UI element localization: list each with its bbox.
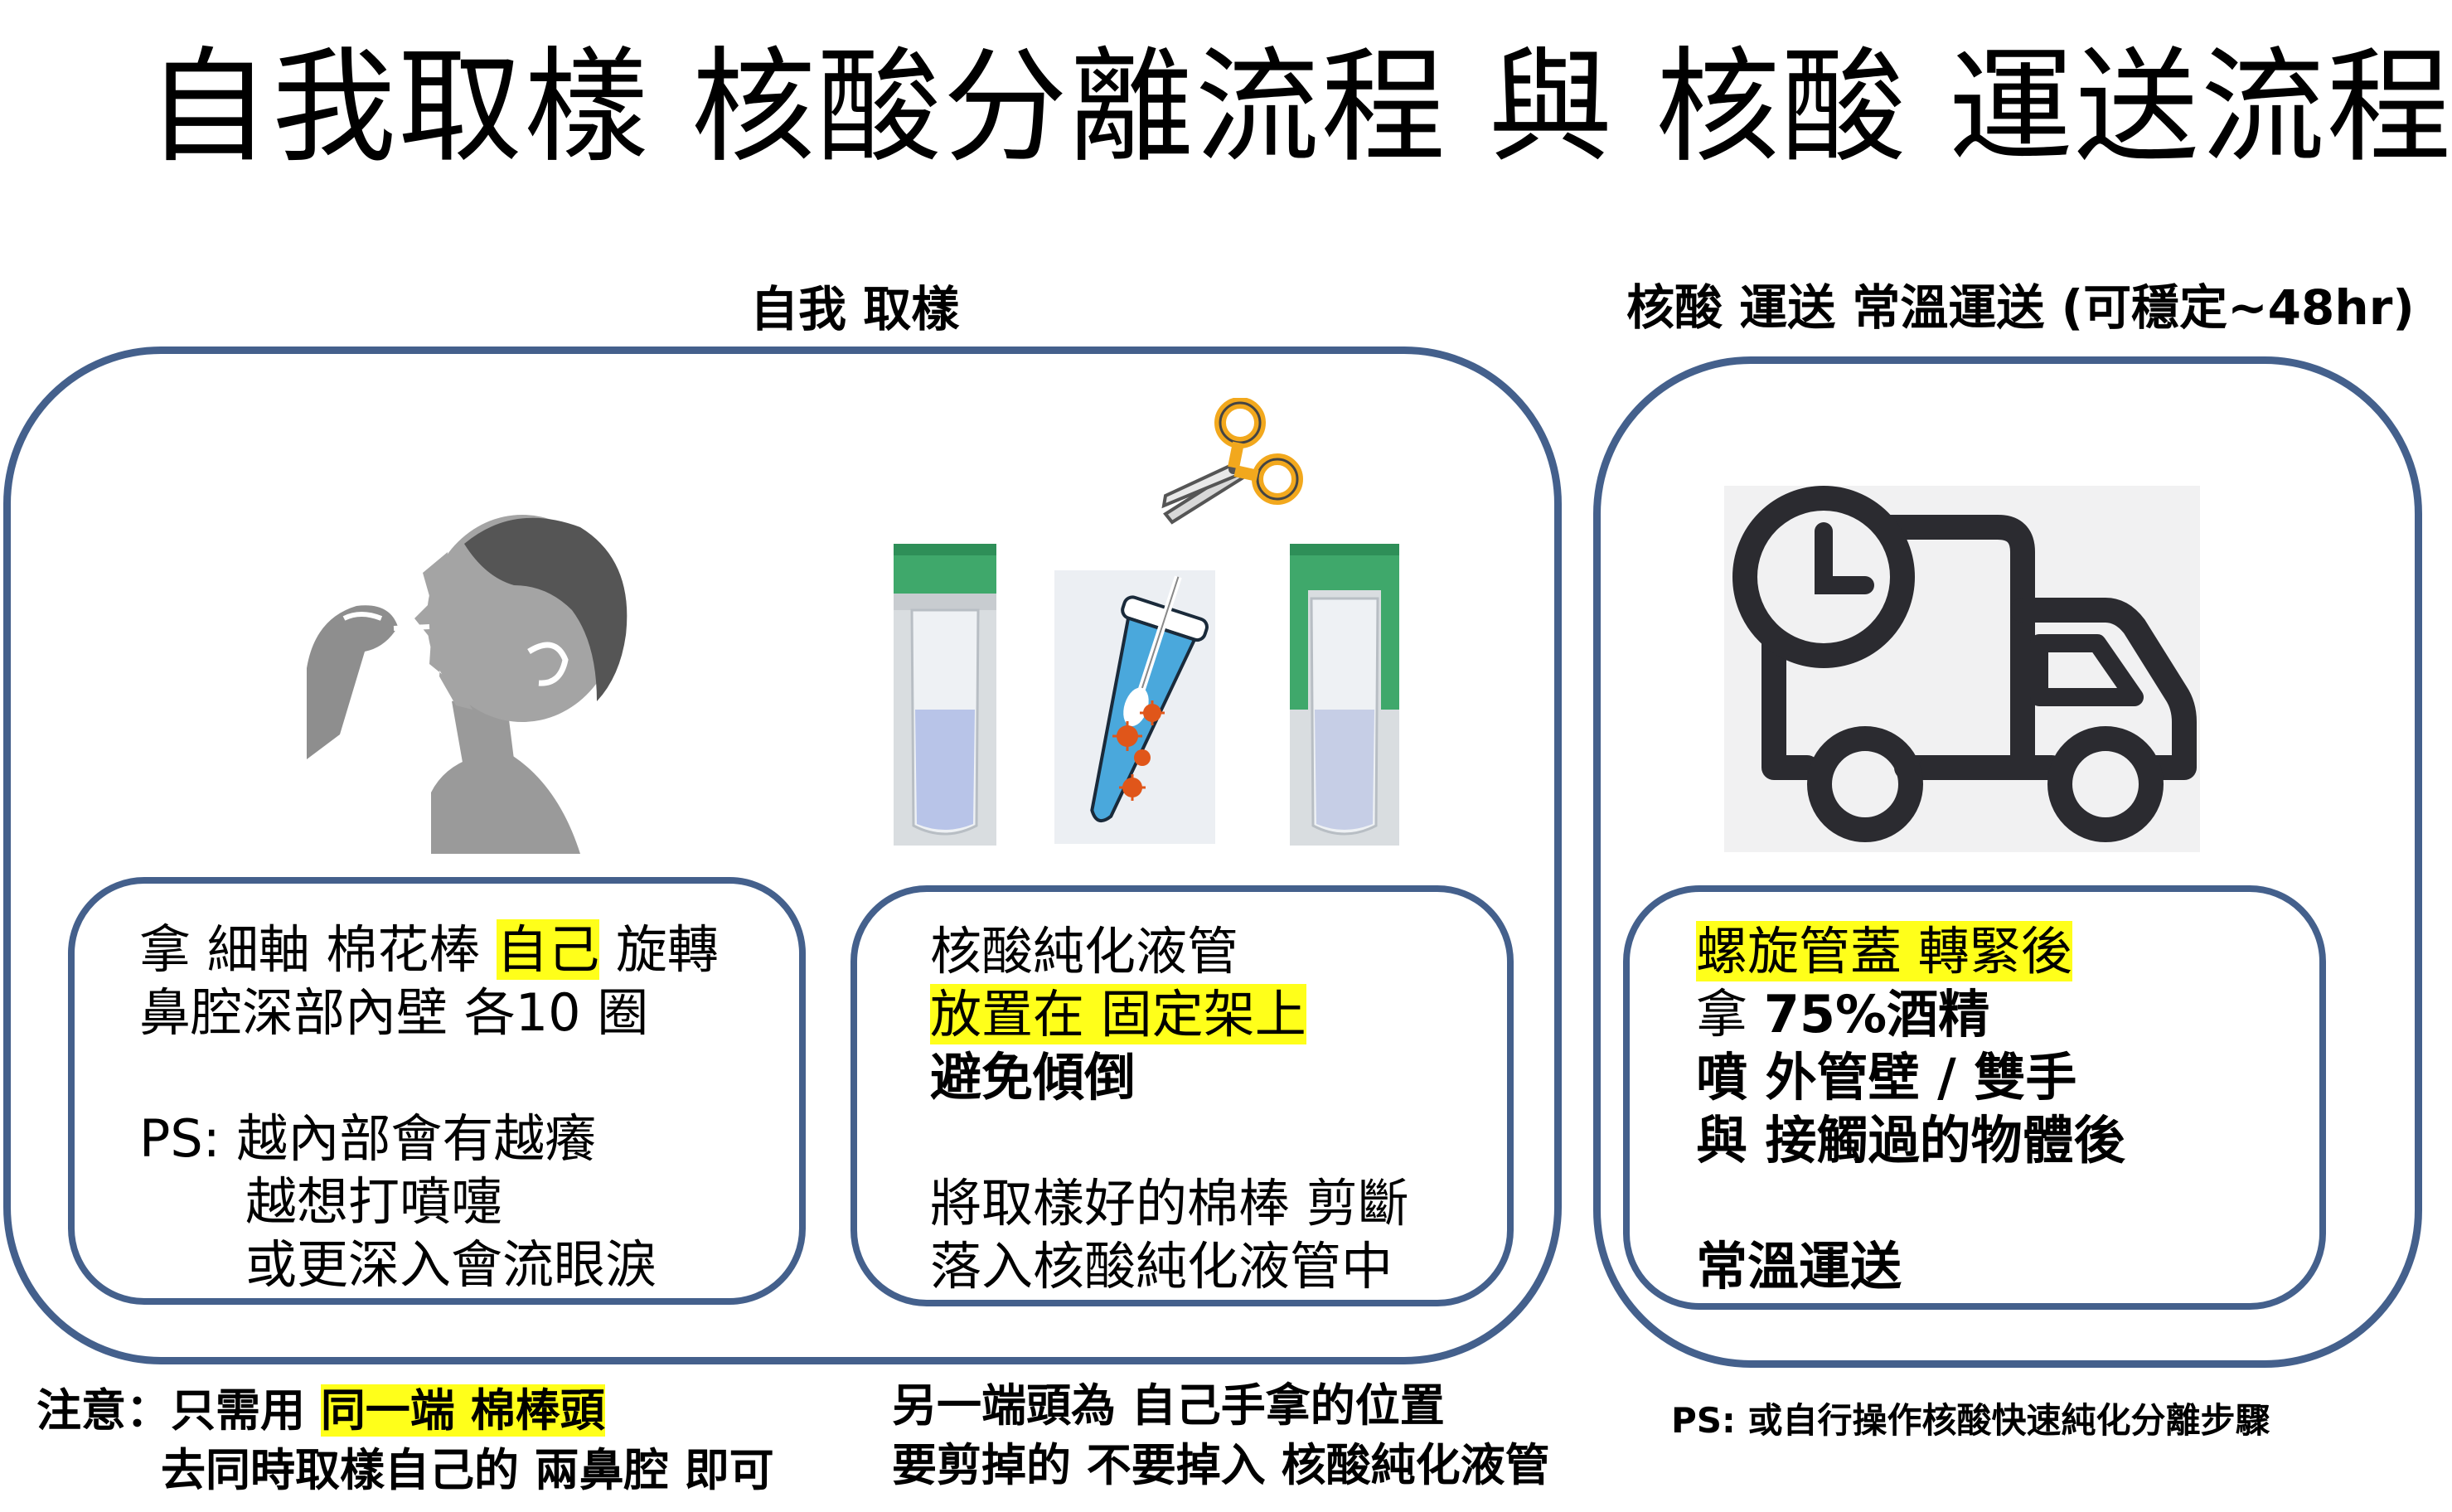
virus-tube-icon [1054,570,1215,844]
transport-panel [1593,356,2422,1368]
swab-line-1b: 旋轉 [599,919,719,980]
swab-line-2: 鼻腔深部內壁 各10 圈 [139,982,649,1043]
tube-line-3: 避免傾倒 [930,1047,1136,1107]
note-right: PS: 或自行操作核酸快速純化分離步驟 [1671,1400,2270,1441]
note-middle-line-1: 另一端頭為 自己手拿的位置 [892,1379,1445,1432]
transport-highlight-cap: 螺旋管蓋 轉緊後 [1696,921,2072,981]
swab-line-4: PS: 越內部會有越癢 [139,1108,597,1169]
transport-line-2b: 75%酒精 [1763,984,1990,1044]
transport-line-4: 與 接觸過的物體後 [1696,1110,2125,1170]
transport-line-3: 噴 外管壁 / 雙手 [1696,1047,2077,1107]
transport-instructions-text: 螺旋管蓋 轉緊後 拿 75%酒精 噴 外管壁 / 雙手 與 接觸過的物體後 常溫… [1696,920,2125,1298]
tube-line-5: 將取樣好的棉棒 剪斷 [930,1173,1409,1233]
transport-line-6: 常溫運送 [1696,1236,1902,1296]
tube-icon [894,544,996,846]
note-left-line-2: 去同時取樣自己的 兩鼻腔 即可 [161,1444,774,1496]
tube-line-1: 核酸純化液管 [930,921,1239,981]
clock-icon [1732,486,1915,668]
tube-line-6: 落入核酸純化液管中 [930,1236,1393,1296]
person-swab-icon [307,494,647,854]
tube-instructions-box [850,885,1514,1306]
note-left-line-1a: 注意：只需用 [36,1384,321,1437]
note-middle: 另一端頭為 自己手拿的位置 要剪掉的 不要掉入 核酸純化液管 [892,1376,1550,1495]
note-left-highlight: 同一端 棉棒頭 [320,1384,605,1437]
scissors-icon [1157,398,1306,535]
tube-highlight-rack: 放置在 固定架上 [930,984,1306,1044]
swab-instructions-text: 拿 細軸 棉花棒 自己 旋轉 鼻腔深部內壁 各10 圈 PS: 越內部會有越癢 … [139,918,719,1296]
swab-line-5: 越想打噴嚏 [245,1171,503,1232]
tube-icon [1290,544,1399,846]
transport-instructions-box [1623,885,2326,1310]
delivery-truck-icon [1724,486,2200,852]
swab-line-6: 或更深入會流眼淚 [245,1234,657,1295]
transport-line-2a: 拿 [1696,984,1764,1044]
page-title: 自我取樣 核酸分離流程 與 核酸 運送流程 [146,36,2452,180]
sampling-panel [3,346,1562,1364]
swab-highlight-self: 自己 [497,919,600,980]
right-section-heading: 核酸 運送 常溫運送 (可穩定~48hr) [1626,279,2415,336]
swab-instructions-box [68,877,806,1305]
left-section-heading: 自我 取樣 [750,281,960,337]
tube-instructions-text: 核酸純化液管 放置在 固定架上 避免傾倒 將取樣好的棉棒 剪斷 落入核酸純化液管… [930,920,1409,1298]
note-middle-line-2: 要剪掉的 不要掉入 核酸純化液管 [892,1439,1550,1491]
swab-line-1a: 拿 細軸 棉花棒 [139,919,497,980]
note-left: 注意：只需用 同一端 棉棒頭 去同時取樣自己的 兩鼻腔 即可 [36,1381,774,1500]
